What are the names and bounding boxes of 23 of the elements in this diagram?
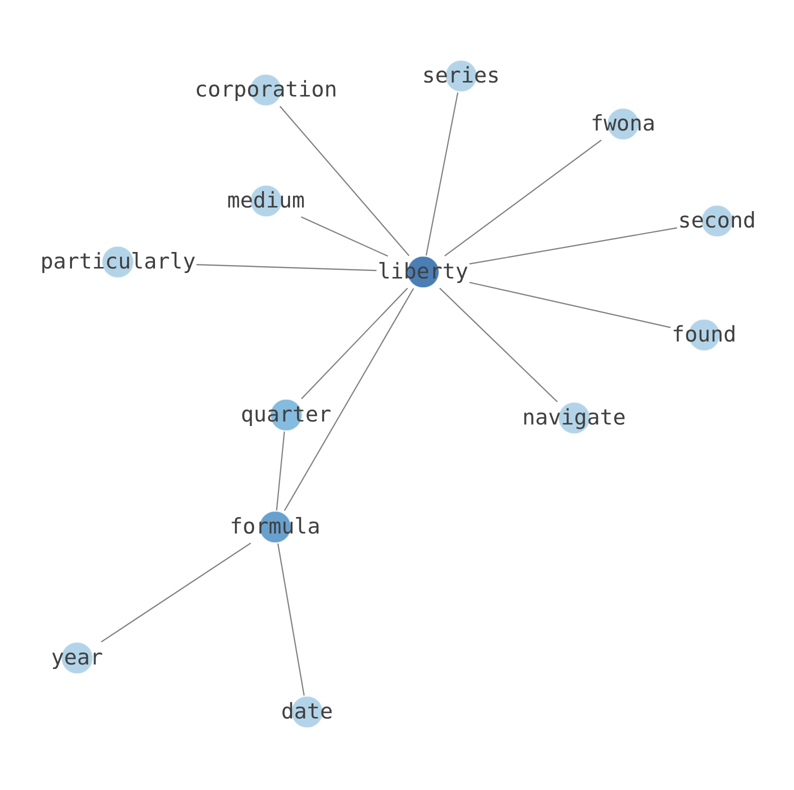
connector-line [426, 92, 458, 256]
connector-line [444, 140, 602, 256]
connector-line [300, 216, 388, 257]
connector-line [469, 227, 678, 264]
word-node: date [281, 696, 333, 728]
connector-line [277, 543, 305, 696]
connector-line [301, 288, 408, 400]
word-node: second [678, 206, 756, 236]
connector-line [196, 264, 377, 272]
word-node: corporation [194, 74, 338, 106]
connector-line [100, 542, 252, 642]
word-node: fwona [590, 108, 656, 140]
word-node: medium [227, 186, 305, 216]
connector-line [276, 431, 285, 511]
word-node: year [51, 642, 103, 674]
connector-line [280, 106, 410, 256]
word-node: navigate [522, 402, 626, 434]
word-node: particularly [40, 246, 196, 278]
word-node: series [422, 60, 500, 92]
connector-line [439, 288, 558, 402]
connector-line [284, 288, 414, 511]
word-node: found [672, 320, 736, 350]
connector-line [469, 282, 671, 328]
